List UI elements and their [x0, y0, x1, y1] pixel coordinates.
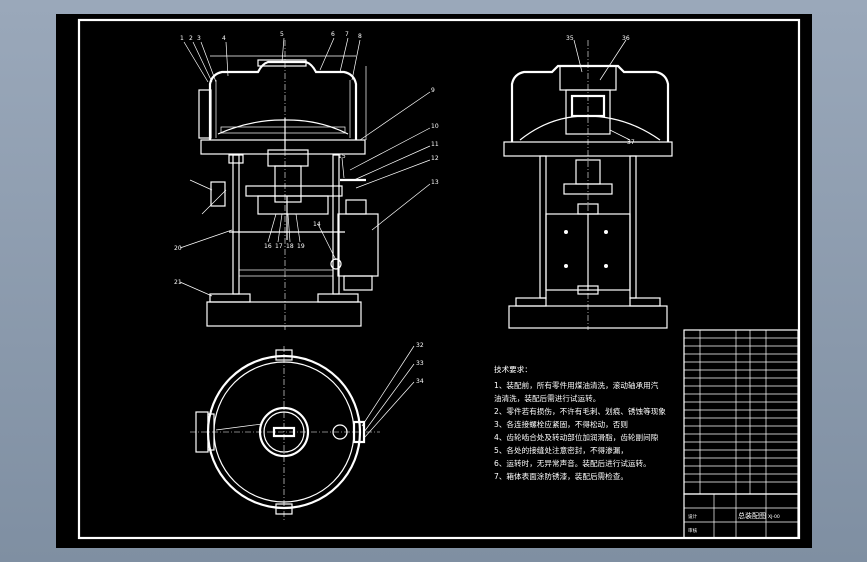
title-block-name: 总装配图 [738, 511, 766, 520]
front-label-2: 2 [189, 35, 193, 42]
title-block-number: XJ-00 [768, 514, 780, 520]
notes-line-1: 1、装配前，所有零件用煤油清洗，滚动轴承用汽 [494, 380, 659, 390]
front-label-16: 16 [264, 243, 272, 250]
top-label-32: 32 [416, 342, 424, 349]
front-label-12: 12 [431, 155, 439, 162]
notes-line-5: 4、齿轮啮合处及转动部位加润滑脂，齿轮副间隙 [494, 432, 659, 442]
notes-line-3: 2、零件若有损伤，不许有毛刺、划痕、锈蚀等现象 [494, 406, 666, 416]
side-view: 35 36 37 [503, 35, 673, 330]
parts-list [683, 329, 799, 495]
title-block: 总装配图 XJ-00 设计 审核 [683, 493, 799, 539]
side-label-37: 37 [627, 139, 635, 146]
front-label-4: 4 [222, 35, 226, 42]
notes-title: 技术要求： [494, 364, 532, 374]
front-label-6: 6 [331, 31, 335, 38]
title-block-designer: 设计 [688, 513, 698, 520]
front-label-15: 15 [338, 153, 346, 160]
drawing-sheet [56, 14, 812, 548]
notes-line-6: 5、各处的接缝处注意密封，不得渗漏， [494, 445, 628, 455]
front-label-18: 18 [286, 243, 294, 250]
front-label-7: 7 [345, 31, 349, 38]
side-label-36: 36 [622, 35, 630, 42]
drawing-border [77, 18, 801, 540]
front-label-11: 11 [431, 141, 439, 148]
side-label-35: 35 [566, 35, 574, 42]
front-label-10: 10 [431, 123, 439, 130]
front-label-17: 17 [275, 243, 283, 250]
front-label-3: 3 [197, 35, 201, 42]
front-label-5: 5 [280, 31, 284, 38]
top-label-34: 34 [416, 378, 424, 385]
front-label-8: 8 [358, 33, 362, 40]
technical-notes: 技术要求： 1、装配前，所有零件用煤油清洗，滚动轴承用汽 油清洗，装配后需进行试… [494, 364, 666, 481]
notes-line-7: 6、运转时，无异常声音。装配后进行试运转。 [494, 458, 651, 468]
front-label-14: 14 [313, 221, 321, 228]
top-label-33: 33 [416, 360, 424, 367]
front-label-19: 19 [297, 243, 305, 250]
notes-line-4: 3、各连接螺栓应紧固，不得松动，否则 [494, 419, 628, 429]
title-block-checker: 审核 [688, 527, 698, 534]
front-label-21: 21 [174, 279, 182, 286]
front-label-1: 1 [180, 35, 184, 42]
top-view: 32 33 34 [190, 342, 424, 520]
front-view: 1 2 3 4 5 6 7 8 9 10 11 12 13 14 15 16 1… [174, 31, 439, 330]
front-label-13: 13 [431, 179, 439, 186]
notes-line-8: 7、箱体表面涂防锈漆，装配后需检查。 [494, 471, 628, 481]
notes-line-2: 油清洗，装配后需进行试运转。 [494, 393, 600, 403]
front-label-9: 9 [431, 87, 435, 94]
front-label-20: 20 [174, 245, 182, 252]
